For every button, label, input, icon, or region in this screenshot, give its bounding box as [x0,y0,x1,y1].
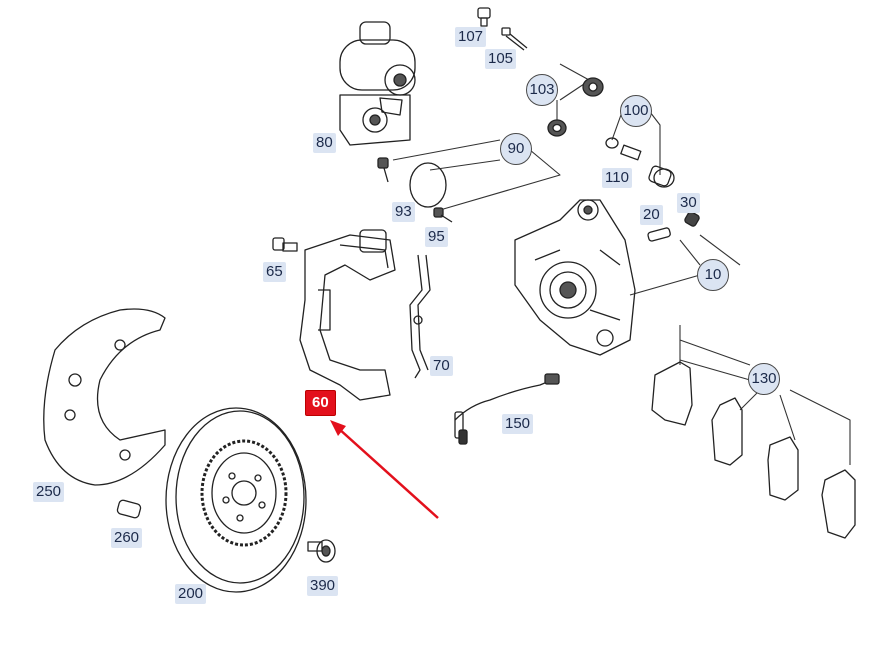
part-label-200[interactable]: 200 [175,584,207,604]
bolt-65-drawing [272,237,298,252]
bolt-107-drawing [477,7,491,27]
part-label-90[interactable]: 90 [500,133,532,165]
dust-shield-250-drawing [43,308,166,486]
part-label-20[interactable]: 20 [640,205,663,225]
part-label-390[interactable]: 390 [307,576,339,596]
pin-105-drawing [501,27,528,51]
part-label-130[interactable]: 130 [748,363,780,395]
part-label-93[interactable]: 93 [392,202,415,222]
bleed-screw-20-drawing [647,227,671,242]
brake-disc-200-drawing [165,407,307,593]
part-label-110[interactable]: 110 [602,168,632,188]
bolt-260-drawing [116,499,142,519]
bushing-110-drawing [605,137,675,188]
part-label-65[interactable]: 65 [263,262,286,282]
part-label-80[interactable]: 80 [313,133,336,153]
leader-lines [392,63,851,465]
part-label-30[interactable]: 30 [677,193,700,213]
caliper-carrier-drawing [299,229,396,401]
screw-390-drawing [307,539,336,563]
brake-pads-130-drawing [651,361,856,539]
nut-103-drawing [547,77,604,137]
highlight-arrow [330,420,439,519]
o-ring-90-drawing [409,162,447,208]
wear-sensor-150-drawing [454,373,560,445]
part-label-95[interactable]: 95 [425,227,448,247]
part-label-103[interactable]: 103 [526,74,558,106]
screw-95-drawing [433,207,453,223]
screw-93-drawing [377,157,389,183]
part-label-100[interactable]: 100 [620,95,652,127]
caliper-body-10-drawing [514,199,636,356]
cap-30-drawing [684,211,700,227]
part-label-60-highlighted[interactable]: 60 [305,390,336,416]
part-label-70[interactable]: 70 [430,356,453,376]
caliper-motor-80-drawing [339,21,416,146]
part-label-260[interactable]: 260 [111,528,143,548]
part-label-150[interactable]: 150 [502,414,534,434]
part-label-107[interactable]: 107 [455,27,487,47]
part-label-10[interactable]: 10 [697,259,729,291]
part-label-250[interactable]: 250 [33,482,65,502]
part-label-105[interactable]: 105 [485,49,517,69]
spring-clip-70-drawing [409,254,431,379]
